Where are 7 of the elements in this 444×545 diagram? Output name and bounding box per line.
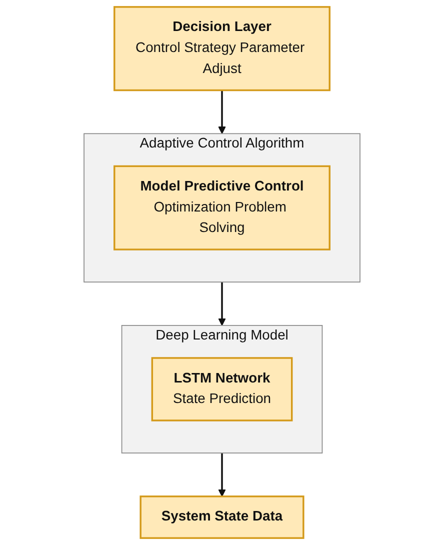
node-box: System State Data	[140, 496, 304, 539]
node-box: Model Predictive Control Optimization Problem Solving	[114, 165, 330, 250]
arrow	[218, 453, 226, 497]
node-box: LSTM Network State Prediction	[151, 357, 293, 422]
arrow	[218, 90, 226, 134]
node-box: Decision Layer Control Strategy Parameter Adjust	[114, 6, 330, 92]
arrow	[218, 282, 226, 326]
